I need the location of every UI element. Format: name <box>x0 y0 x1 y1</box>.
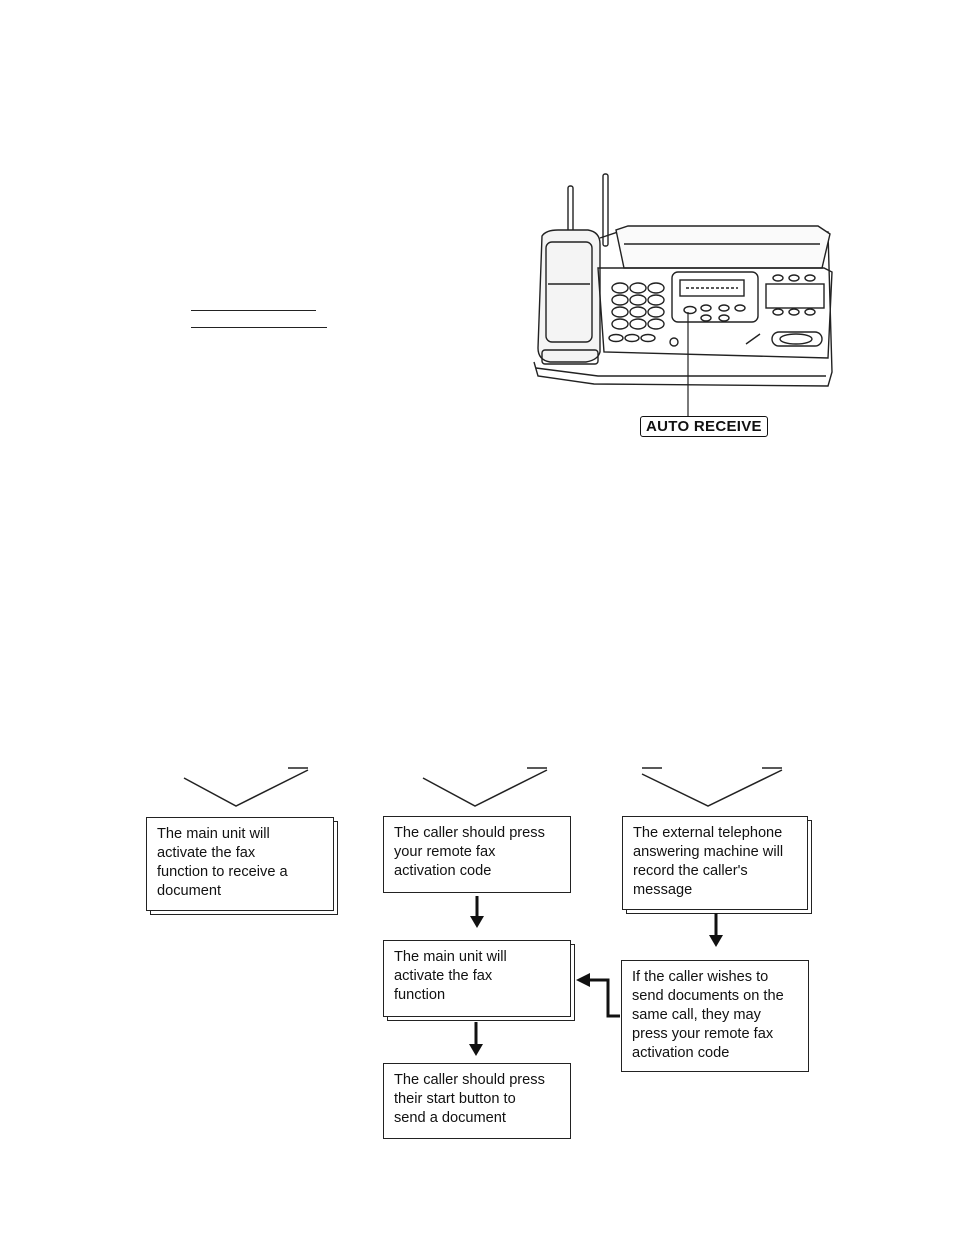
underline-2 <box>191 327 327 328</box>
auto-receive-label: AUTO RECEIVE <box>640 416 768 437</box>
arrow-down-icon <box>469 1022 483 1056</box>
bracket-right <box>641 767 783 807</box>
box-caller-press: The caller should press your remote fax … <box>383 816 571 893</box>
arrow-down-icon <box>470 896 484 928</box>
box-caller-start: The caller should press their start butt… <box>383 1063 571 1139</box>
arrow-down-icon <box>709 913 723 947</box>
bracket-middle <box>422 767 548 807</box>
box-fax-direct: The main unit will activate the fax func… <box>146 817 334 911</box>
box-tam-record: The external telephone answering machine… <box>622 816 808 910</box>
box-unit-activate: The main unit will activate the fax func… <box>383 940 571 1017</box>
underline-1 <box>191 310 316 311</box>
box-caller-wishes: If the caller wishes to send documents o… <box>621 960 809 1072</box>
fax-machine-illustration <box>533 173 833 416</box>
bracket-left <box>183 767 309 807</box>
arrow-left-icon <box>576 973 620 1018</box>
